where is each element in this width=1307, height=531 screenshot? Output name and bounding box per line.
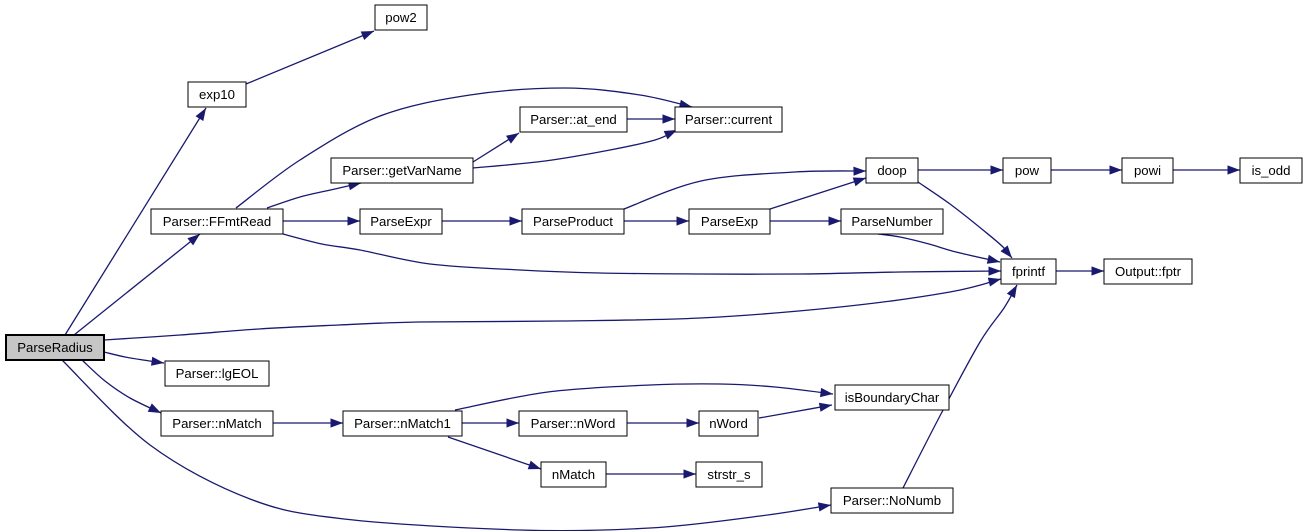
svg-text:Parser::current: Parser::current	[685, 112, 773, 127]
svg-text:isBoundaryChar: isBoundaryChar	[845, 390, 940, 405]
svg-text:Output::fptr: Output::fptr	[1115, 264, 1182, 279]
svg-text:Parser::nMatch1: Parser::nMatch1	[354, 416, 451, 431]
svg-text:ParseProduct: ParseProduct	[533, 214, 613, 229]
svg-text:fprintf: fprintf	[1012, 264, 1045, 279]
svg-text:doop: doop	[877, 163, 906, 178]
svg-text:exp10: exp10	[199, 87, 235, 102]
svg-text:strstr_s: strstr_s	[707, 467, 751, 482]
svg-text:pow: pow	[1015, 163, 1040, 178]
svg-text:is_odd: is_odd	[1252, 163, 1291, 178]
svg-text:Parser::FFmtRead: Parser::FFmtRead	[163, 214, 271, 229]
svg-text:ParseExpr: ParseExpr	[370, 214, 432, 229]
svg-text:Parser::NoNumb: Parser::NoNumb	[843, 493, 941, 508]
svg-text:nWord: nWord	[709, 416, 748, 431]
svg-text:Parser::getVarName: Parser::getVarName	[342, 163, 461, 178]
svg-text:Parser::nWord: Parser::nWord	[531, 416, 616, 431]
svg-text:Parser::at_end: Parser::at_end	[530, 112, 617, 127]
svg-text:nMatch: nMatch	[552, 467, 595, 482]
svg-text:Parser::lgEOL: Parser::lgEOL	[176, 366, 259, 381]
svg-text:ParseExp: ParseExp	[701, 214, 758, 229]
svg-text:ParseNumber: ParseNumber	[851, 214, 933, 229]
svg-text:powi: powi	[1134, 163, 1161, 178]
svg-text:ParseRadius: ParseRadius	[17, 340, 93, 355]
svg-text:pow2: pow2	[385, 10, 417, 25]
svg-text:Parser::nMatch: Parser::nMatch	[172, 416, 261, 431]
